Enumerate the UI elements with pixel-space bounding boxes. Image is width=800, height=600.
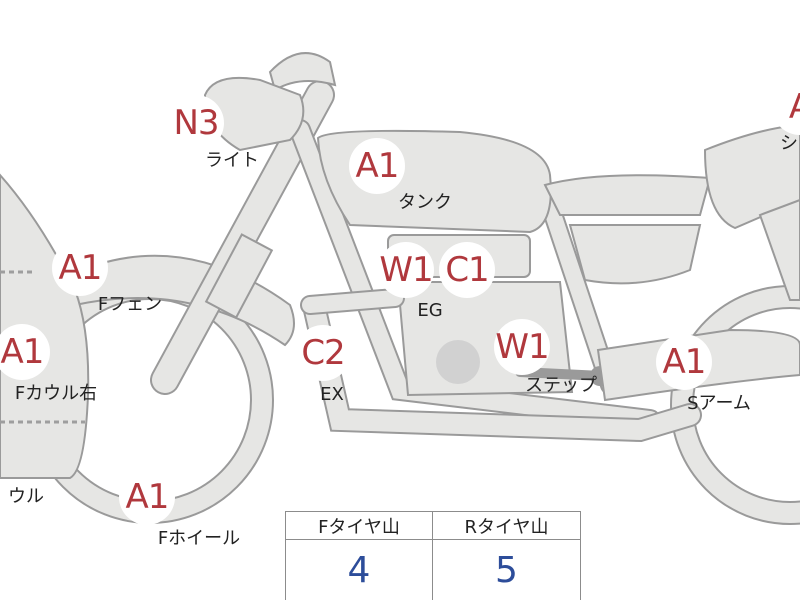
grade-marker-step: W1 xyxy=(494,319,550,375)
grade-marker-f-fender: A1 xyxy=(52,240,108,296)
part-label-step: ステップ xyxy=(525,375,597,396)
part-label-f-cowl-right: Fカウル右 xyxy=(14,383,98,404)
grade-marker-eg-w: W1 xyxy=(378,242,434,298)
engine-cover-shape xyxy=(436,340,480,384)
rear-tread-value: 5 xyxy=(495,549,518,591)
grade-marker-tank: A1 xyxy=(349,138,405,194)
part-label-eg: EG xyxy=(417,300,443,321)
exhaust-pipe-fill xyxy=(302,290,403,313)
part-label-light: ライト xyxy=(205,150,259,171)
fork-slider-shape xyxy=(204,233,274,319)
grade-marker-f-cowl-right: A1 xyxy=(0,324,50,380)
grade-marker-s-arm: A1 xyxy=(656,334,712,390)
tire-tread-table: Fタイヤ山 Rタイヤ山 4 5 xyxy=(285,511,581,600)
part-label-cowl: ウル xyxy=(8,486,44,507)
grade-marker-ex: C2 xyxy=(295,325,351,381)
grade-marker-f-wheel: A1 xyxy=(119,469,175,525)
part-label-seat: シ xyxy=(780,133,798,154)
front-tread-header: Fタイヤ山 xyxy=(286,512,433,540)
part-label-tank: タンク xyxy=(398,192,452,213)
part-label-s-arm: Sアーム xyxy=(687,393,751,414)
side-cover-shape xyxy=(568,224,702,285)
step-bar-outline xyxy=(515,367,607,381)
part-label-f-fender: Fフェン xyxy=(97,294,163,315)
frame-fill xyxy=(291,121,659,429)
front-tread-value: 4 xyxy=(286,540,433,600)
part-label-ex: EX xyxy=(320,384,344,405)
grade-marker-light: N3 xyxy=(168,95,224,151)
mirror-shape xyxy=(268,52,337,92)
front-cowl-shape xyxy=(0,173,90,479)
rear-tread-header: Rタイヤ山 xyxy=(433,512,580,540)
rear-shock-shape xyxy=(758,198,800,301)
part-label-f-wheel: Fホイール xyxy=(157,528,241,549)
seat-shape xyxy=(543,174,712,216)
grade-marker-eg-c: C1 xyxy=(439,242,495,298)
tail-shape xyxy=(703,123,800,230)
